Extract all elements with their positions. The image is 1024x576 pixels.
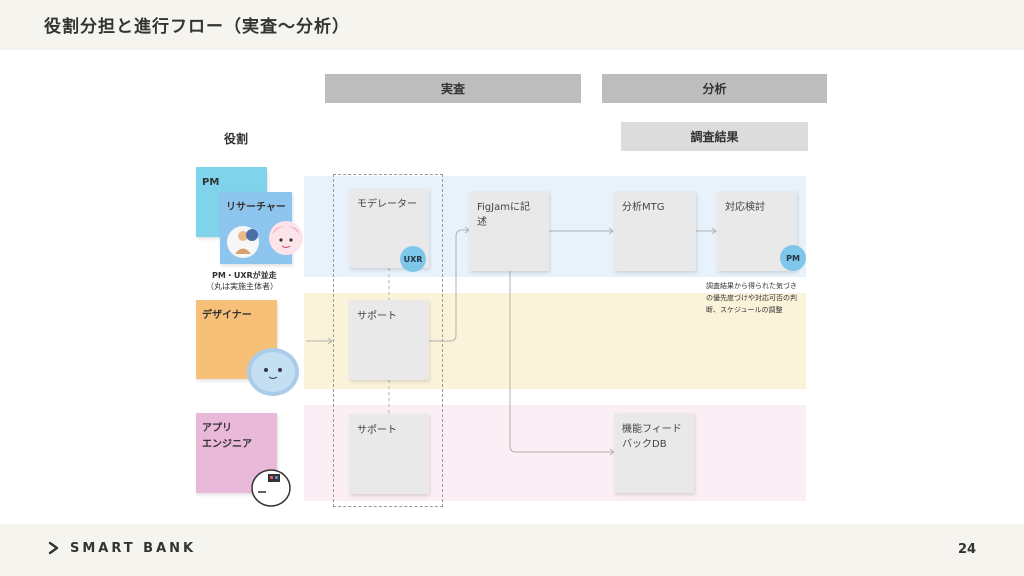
card-feedback-db-line2: バックDB: [622, 439, 667, 450]
roles-header: 役割: [224, 132, 249, 146]
page-number: 24: [958, 542, 977, 557]
avatar-pm-icon: [269, 221, 303, 255]
column-header-fieldwork: 実査: [325, 74, 581, 103]
note-line2: の優先度づけや対応可否の判: [706, 294, 797, 302]
connector-figjam-feedback: [509, 270, 613, 453]
title-bar: [0, 0, 1024, 50]
sticky-engineer-label-line1: アプリ: [202, 423, 232, 434]
sticky-pm-label: PM: [202, 177, 220, 188]
footer-bar: [0, 524, 1024, 576]
arrowhead-countermeasure: [711, 227, 717, 235]
arrowhead-mtg: [608, 227, 614, 235]
card-countermeasure-label: 対応検討: [725, 202, 765, 213]
card-support-designer-label: サポート: [357, 311, 397, 322]
arrowhead-designer: [327, 337, 333, 345]
column-header-results: 調査結果: [621, 122, 808, 151]
card-support-designer: サポート: [349, 300, 429, 380]
card-moderator-label: モデレーター: [357, 199, 417, 210]
pair-caption-line2: （丸は実施主体者）: [206, 282, 278, 291]
slide-title: 役割分担と進行フロー（実査〜分析）: [44, 17, 350, 37]
card-support-engineer-label: サポート: [357, 425, 397, 436]
sticky-researcher-label: リサーチャー: [226, 202, 286, 213]
designer-avatar-icon: [247, 348, 299, 396]
card-feedback-db-line1: 機能フィード: [622, 424, 682, 435]
badge-uxr: UXR: [400, 246, 426, 272]
note-line3: 断、スケジュールの調整: [706, 306, 783, 314]
connector-support-figjam: [429, 229, 468, 342]
brand-logo: SMART BANK: [48, 540, 196, 556]
sticky-designer-label: デザイナー: [202, 310, 252, 321]
card-analysis-mtg-label: 分析MTG: [622, 202, 665, 213]
avatar-pair-icon: [227, 221, 303, 258]
pair-caption-line1: PM・UXRが並走: [212, 271, 277, 280]
card-figjam-line2: 述: [477, 217, 487, 228]
badge-pm: PM: [780, 245, 806, 271]
card-analysis-mtg: 分析MTG: [614, 191, 696, 271]
brand-name: SMART BANK: [70, 540, 197, 556]
smartbank-logo-icon: [48, 541, 59, 555]
column-header-analysis: 分析: [602, 74, 827, 103]
sticky-engineer-label-line2: エンジニア: [202, 439, 252, 450]
card-figjam-line1: FigJamに記: [477, 202, 530, 213]
card-figjam: FigJamに記 述: [469, 191, 549, 271]
card-feedback-db: 機能フィード バックDB: [614, 413, 694, 493]
engineer-avatar-icon: [251, 469, 291, 507]
note-line1: 調査結果から得られた気づき: [706, 282, 797, 290]
countermeasure-note: 調査結果から得られた気づき の優先度づけや対応可否の判 断、スケジュールの調整: [706, 280, 797, 316]
card-support-engineer: サポート: [349, 414, 429, 494]
